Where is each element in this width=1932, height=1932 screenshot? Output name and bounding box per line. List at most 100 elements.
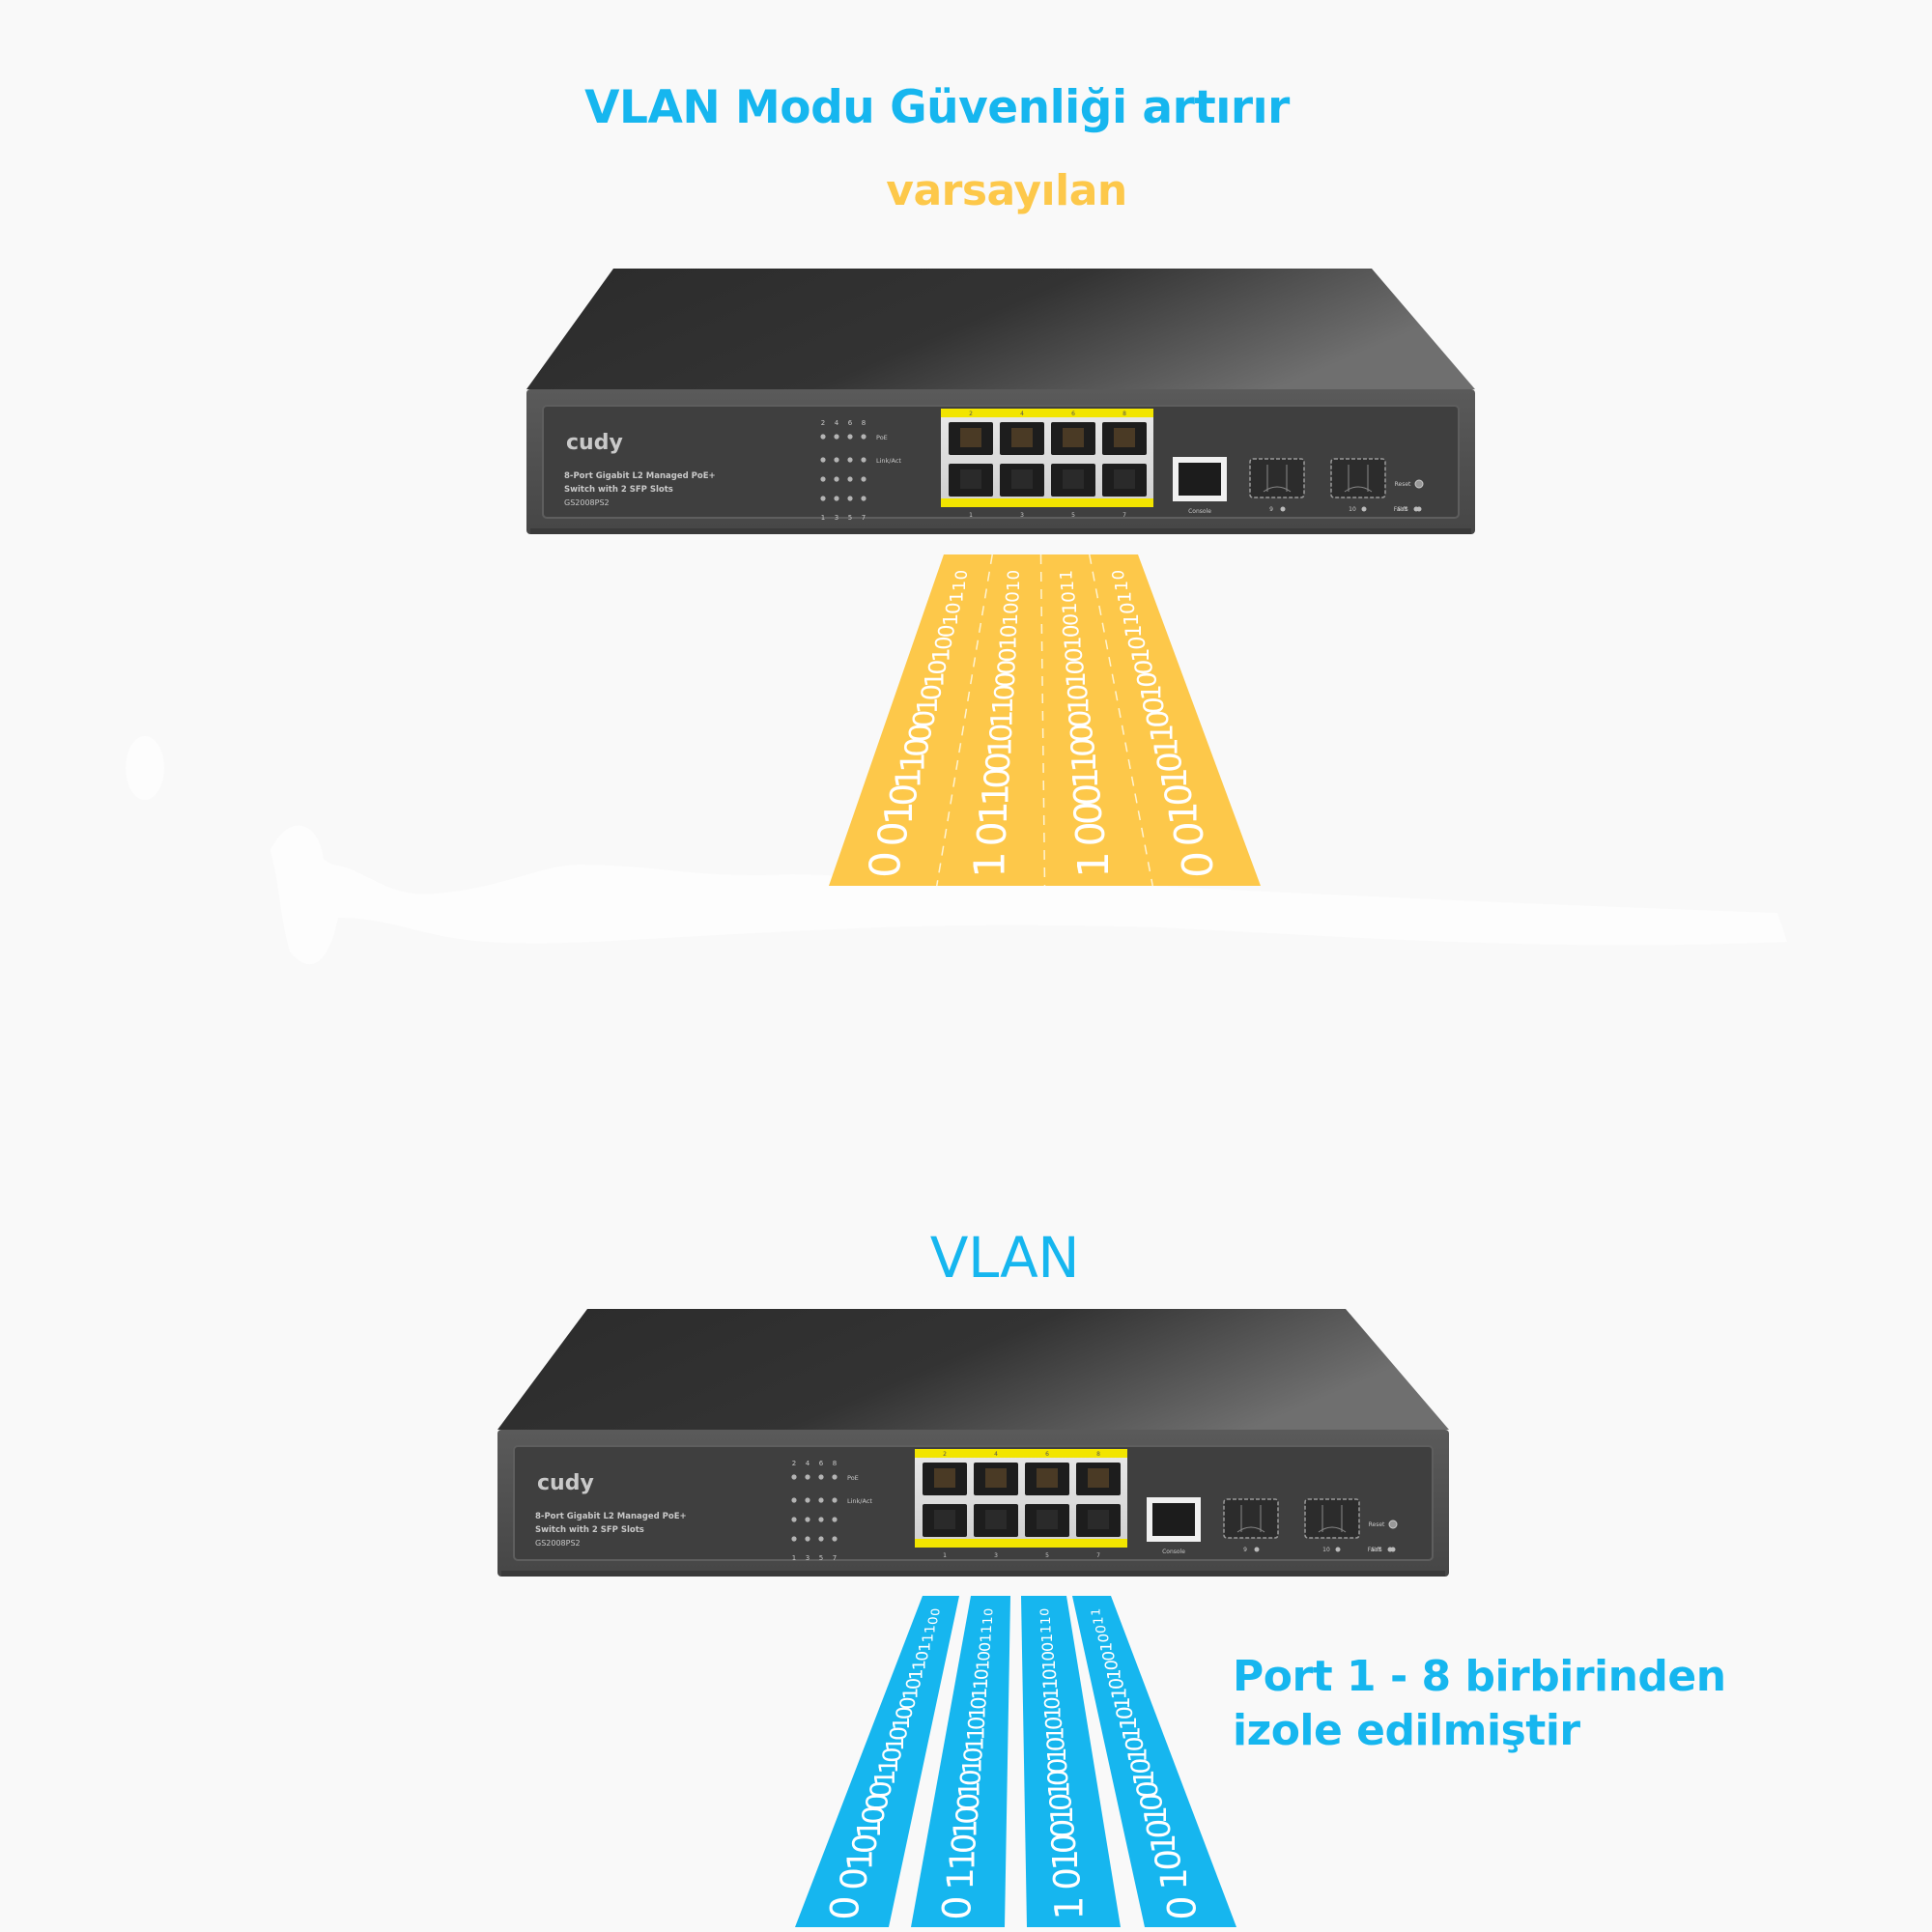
binary-digit: 0: [1043, 1758, 1073, 1775]
binary-digit: 1: [980, 1625, 995, 1634]
device-description-line-2: Switch with 2 SFP Slots: [564, 485, 673, 495]
binary-digit: 1: [973, 801, 1016, 825]
binary-digit: 1: [927, 647, 954, 662]
binary-digit: 1: [1041, 1726, 1068, 1741]
binary-digit: 0: [898, 737, 935, 757]
status-led: [832, 1517, 838, 1522]
binary-digit: 0: [1125, 636, 1151, 650]
binary-digit: 0: [904, 724, 939, 743]
binary-digit: 0: [1045, 1867, 1088, 1890]
binary-digit: 1: [974, 783, 1016, 807]
led-number: 1: [792, 1554, 796, 1562]
default-mode-label: varsayılan: [886, 166, 1127, 215]
binary-digit: 0: [1126, 1758, 1156, 1775]
isolation-note-line-1: Port 1 - 8 birbirinden: [1233, 1652, 1726, 1701]
binary-digit: 0: [1109, 570, 1127, 580]
poe-highlight-top: [941, 409, 1153, 417]
binary-digit: 0: [1106, 1678, 1128, 1690]
led-number: 8: [833, 1460, 837, 1467]
binary-digit: 0: [1151, 752, 1190, 773]
binary-digit: 1: [1127, 647, 1154, 662]
port-number: 4: [1020, 411, 1024, 417]
binary-digit: 1: [1145, 1833, 1183, 1855]
binary-digit: 0: [1005, 570, 1023, 580]
binary-digit: 1: [1090, 1608, 1104, 1616]
sfp-slot-detail: [1236, 1505, 1265, 1533]
binary-digit: 1: [898, 1687, 922, 1699]
lane-separator: [936, 554, 993, 886]
binary-digit: 1: [907, 1668, 927, 1680]
binary-digit: 0: [925, 1616, 941, 1625]
binary-digit: 0: [1038, 1642, 1057, 1652]
binary-digit: 1: [960, 1737, 988, 1752]
binary-digit: 1: [1040, 1660, 1060, 1670]
led-number: 8: [862, 419, 866, 427]
binary-digit: 0: [1114, 1706, 1138, 1719]
binary-digit: 0: [915, 684, 947, 701]
binary-digit: 1: [1046, 1849, 1086, 1871]
port-number: 8: [1122, 411, 1126, 417]
status-led: [847, 476, 853, 482]
brand-logo: cudy: [537, 1471, 594, 1495]
binary-digit: 0: [862, 1793, 895, 1811]
binary-digit: 0: [928, 1608, 943, 1616]
binary-digit: 0: [969, 821, 1015, 846]
binary-digit: 0: [870, 821, 917, 846]
sfp-label: 9: [1243, 1547, 1247, 1553]
binary-digit: 0: [1174, 851, 1223, 878]
status-led: [832, 1536, 838, 1542]
ethernet-port-contacts: [1088, 1510, 1109, 1529]
binary-digit: 1: [1065, 752, 1104, 773]
led-number: 7: [862, 514, 866, 522]
binary-digit: 0: [1065, 783, 1108, 807]
binary-digit: 1: [966, 1706, 990, 1719]
binary-digit: 0: [1099, 1651, 1119, 1662]
port-number: 1: [969, 512, 973, 519]
led-number: 3: [835, 514, 838, 522]
binary-digit: 1: [1059, 602, 1081, 613]
ethernet-port-contacts: [1037, 1510, 1058, 1529]
status-led: [834, 434, 839, 440]
sfp-slot: [1330, 458, 1386, 498]
binary-digit: 0: [1061, 624, 1085, 638]
status-led: [832, 1474, 838, 1480]
binary-digit: 0: [895, 1696, 920, 1709]
binary-digit: 0: [998, 624, 1022, 638]
binary-digit: 1: [958, 1758, 988, 1775]
binary-digit: 0: [942, 602, 964, 613]
sfp-slot-detail: [1344, 465, 1373, 493]
binary-digit: 1: [1162, 801, 1206, 825]
binary-digit: 0: [935, 1895, 980, 1919]
port-number: 5: [1071, 512, 1075, 519]
vlan-mode-label: VLAN: [929, 1225, 1080, 1291]
binary-digit: 0: [988, 684, 1020, 701]
led-number: 3: [806, 1554, 810, 1562]
binary-digit: 0: [1130, 660, 1158, 675]
isolated-lane-shape: [1021, 1596, 1121, 1927]
binary-digit: 1: [1039, 1678, 1062, 1690]
lane-separator: [1039, 554, 1046, 886]
binary-digit: 0: [1041, 1737, 1069, 1752]
binary-digit: 1: [1113, 581, 1132, 591]
switch-top-surface: [497, 1309, 1449, 1430]
poe-highlight-bottom: [941, 498, 1153, 507]
binary-digit: 1: [1117, 1716, 1142, 1730]
sys-led: [1390, 1547, 1396, 1552]
binary-digit: 1: [1146, 724, 1180, 743]
led-number: 5: [848, 514, 852, 522]
binary-digit: 0: [908, 710, 942, 728]
brush-artifact: [126, 736, 164, 800]
led-label-poe: PoE: [847, 1474, 859, 1482]
binary-digit: 1: [978, 1634, 995, 1643]
device-description-line-1: 8-Port Gigabit L2 Managed PoE+: [564, 471, 716, 481]
binary-digit: 1: [894, 752, 932, 773]
binary-digit: 0: [994, 647, 1021, 662]
binary-digit: 0: [883, 783, 925, 807]
led-number: 6: [848, 419, 853, 427]
binary-digit: 1: [948, 1819, 984, 1839]
binary-digit: 0: [951, 1805, 985, 1825]
binary-digit: 0: [1043, 1769, 1075, 1786]
binary-digit: 0: [865, 1780, 897, 1799]
status-led: [791, 1536, 797, 1542]
